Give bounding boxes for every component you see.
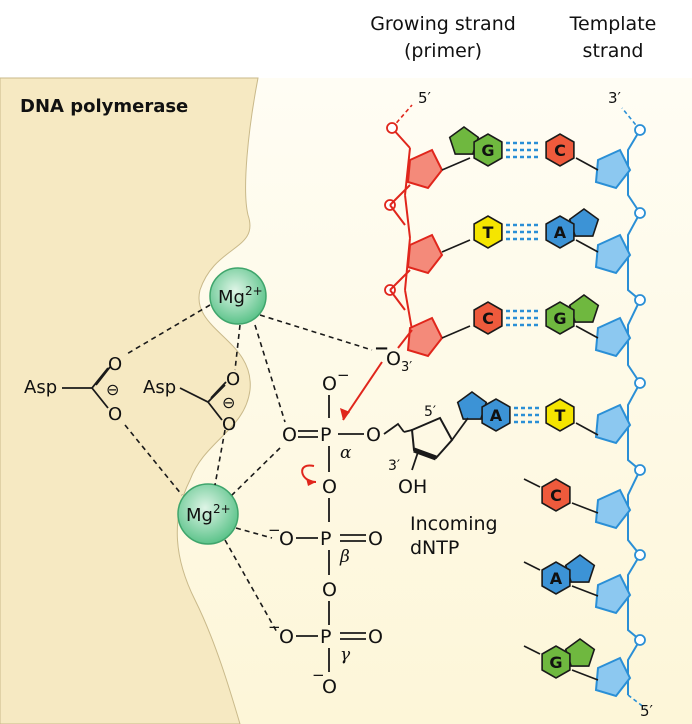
svg-text:T: T (555, 406, 566, 425)
svg-text:⊖: ⊖ (106, 380, 119, 399)
svg-text:G: G (481, 141, 494, 160)
svg-text:P: P (320, 528, 331, 550)
svg-text:O: O (368, 528, 383, 550)
svg-text:T: T (483, 223, 494, 242)
svg-text:A: A (550, 569, 563, 588)
svg-text:O: O (222, 414, 236, 435)
svg-text:A: A (490, 406, 503, 425)
template-strand (594, 107, 646, 709)
coordination-bonds (124, 304, 373, 635)
primer-three-prime-charge: − (374, 338, 389, 359)
svg-text:O: O (226, 369, 240, 390)
svg-text:P: P (320, 424, 331, 446)
template-strand-sublabel: strand (583, 40, 644, 62)
template-top-three-prime: 3′ (608, 89, 622, 107)
svg-text:C: C (554, 141, 566, 160)
template-unpaired-base-3: G (541, 638, 596, 679)
mg-ion-top: Mg2+ (209, 267, 267, 325)
svg-text:Mg2+: Mg2+ (186, 502, 231, 526)
primer-base-1: G (448, 126, 503, 167)
svg-text:G: G (553, 309, 566, 328)
primer-sugar-2 (406, 233, 444, 275)
primer-five-prime: 5′ (418, 89, 432, 107)
svg-text:O: O (279, 626, 294, 648)
svg-text:O: O (108, 354, 122, 375)
svg-text:O: O (366, 424, 381, 446)
svg-text:−: − (268, 618, 281, 636)
svg-text:O: O (322, 373, 337, 395)
svg-text:3′: 3′ (388, 458, 400, 474)
alpha-label: α (340, 443, 352, 463)
svg-text:G: G (549, 653, 562, 672)
svg-text:−: − (312, 666, 325, 684)
template-strand-label: Template (569, 13, 657, 35)
nucleophilic-attack-arrow (342, 361, 383, 421)
hydroxyl: OH (398, 476, 427, 498)
svg-text:Asp: Asp (143, 377, 176, 398)
incoming-dntp-label: Incoming (410, 513, 498, 535)
hydrogen-bonds-incoming (514, 406, 540, 424)
mg-ion-bottom: Mg2+ (177, 483, 239, 545)
enzyme-label: DNA polymerase (20, 96, 188, 117)
svg-text:O: O (279, 528, 294, 550)
svg-text:O: O (108, 404, 122, 425)
triphosphate: O − O P O α O − O P O β O − O P O γ − O (268, 366, 405, 698)
incoming-base: A (456, 391, 511, 432)
hydrogen-bonds-3 (506, 309, 540, 327)
svg-text:O: O (282, 424, 297, 446)
gamma-label: γ (340, 645, 351, 665)
template-base-3: G (545, 294, 600, 335)
primer-sugar-1 (406, 148, 444, 190)
incoming-dntp-sublabel: dNTP (410, 537, 459, 559)
svg-text:O: O (368, 626, 383, 648)
svg-text:Asp: Asp (24, 377, 57, 398)
svg-text:P: P (320, 626, 331, 648)
primer-base-2: T (473, 215, 503, 249)
svg-text:O: O (322, 579, 337, 601)
primer-sugar-3 (406, 316, 444, 358)
asp-right: Asp O O ⊖ (143, 369, 240, 435)
svg-text:O: O (322, 676, 337, 698)
svg-text:−: − (268, 521, 281, 539)
primer-base-3: C (473, 301, 503, 335)
svg-text:Mg2+: Mg2+ (218, 284, 263, 308)
template-bottom-five-prime: 5′ (640, 702, 654, 720)
svg-text:C: C (550, 486, 562, 505)
svg-text:5′: 5′ (424, 404, 436, 420)
template-unpaired-base-2: A (541, 554, 596, 595)
hydrogen-bonds-2 (506, 223, 540, 241)
beta-label: β (339, 547, 350, 567)
hydrogen-bonds-1 (506, 141, 540, 159)
svg-text:−: − (337, 366, 350, 384)
enzyme-body (0, 77, 259, 724)
svg-text:A: A (554, 223, 567, 242)
svg-text:C: C (482, 309, 494, 328)
base-pairs: G C T A C G A T C A G (441, 126, 600, 681)
asp-left: Asp O O ⊖ (24, 354, 122, 425)
incoming-sugar: 5′ 3′ OH (388, 404, 469, 498)
svg-text:O: O (322, 476, 337, 498)
primer-strand (384, 104, 444, 358)
growing-strand-label: Growing strand (370, 13, 516, 35)
primer-three-prime-oxygen: O3′ (386, 348, 412, 375)
template-base-2: A (545, 208, 600, 249)
growing-strand-sublabel: (primer) (404, 40, 482, 62)
template-base-4: T (545, 398, 575, 432)
template-base-1: C (545, 133, 575, 167)
template-unpaired-base-1: C (541, 478, 571, 512)
svg-text:⊖: ⊖ (222, 393, 235, 412)
